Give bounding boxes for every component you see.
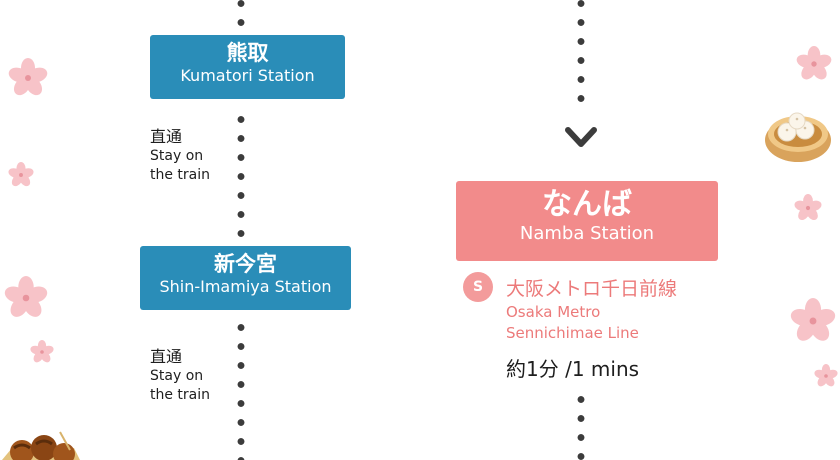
steamed-bun-icon bbox=[765, 112, 831, 162]
note-en-line1: Stay on bbox=[150, 148, 204, 164]
station-name-jp: なんば bbox=[542, 187, 632, 222]
takoyaki-icon bbox=[2, 431, 80, 460]
sakura-icon bbox=[796, 46, 832, 80]
arrow-down-icon bbox=[565, 127, 597, 147]
line-name-jp: 大阪メトロ千日前線 bbox=[506, 278, 678, 300]
route-line-left-top bbox=[237, 0, 245, 30]
station-name-jp: 新今宮 bbox=[214, 252, 277, 276]
direct-service-note: 直通 Stay on the train bbox=[150, 346, 210, 405]
note-jp: 直通 bbox=[150, 347, 183, 366]
route-line-right-top bbox=[577, 0, 585, 114]
sakura-icon bbox=[30, 340, 54, 363]
note-jp: 直通 bbox=[150, 127, 183, 146]
note-en-line1: Stay on bbox=[150, 368, 204, 384]
line-name-en-1: Osaka Metro bbox=[506, 303, 601, 321]
station-name-jp: 熊取 bbox=[226, 41, 269, 65]
route-line-left-middle bbox=[237, 110, 245, 240]
travel-time: 約1分 /1 mins bbox=[506, 357, 640, 381]
direct-service-note: 直通 Stay on the train bbox=[150, 126, 210, 185]
station-shin-imamiya: 新今宮 Shin-Imamiya Station bbox=[140, 246, 351, 310]
sakura-icon bbox=[814, 364, 838, 387]
sakura-icon bbox=[8, 162, 34, 187]
route-line-right-bottom bbox=[577, 390, 585, 460]
sakura-icon bbox=[8, 58, 48, 96]
sakura-icon bbox=[4, 276, 48, 317]
note-en-line2: the train bbox=[150, 387, 211, 403]
line-badge: S bbox=[463, 272, 493, 302]
sakura-icon bbox=[790, 298, 836, 341]
sakura-icon bbox=[794, 194, 822, 221]
route-line-left-bottom bbox=[237, 318, 245, 460]
station-name-en: Namba Station bbox=[519, 223, 655, 244]
station-name-en: Kumatori Station bbox=[180, 66, 315, 86]
station-namba: なんば Namba Station bbox=[456, 181, 718, 261]
note-en-line2: the train bbox=[150, 167, 211, 183]
station-name-en: Shin-Imamiya Station bbox=[159, 277, 332, 297]
station-kumatori: 熊取 Kumatori Station bbox=[150, 35, 345, 99]
line-name-en-2: Sennichimae Line bbox=[506, 324, 639, 342]
